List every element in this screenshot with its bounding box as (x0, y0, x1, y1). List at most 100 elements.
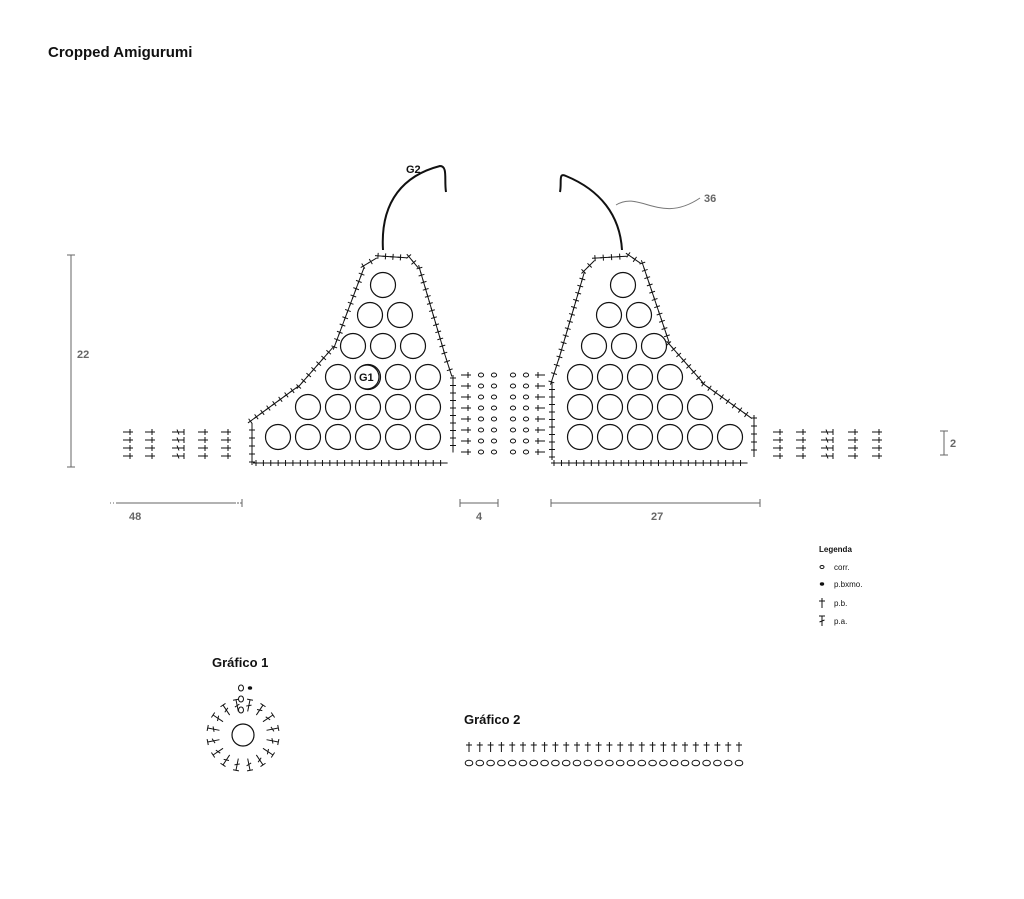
single-crochet-stitch (581, 266, 589, 274)
single-crochet-stitch (639, 260, 646, 270)
single-crochet-stitch (736, 742, 742, 752)
cup-ring (596, 423, 624, 451)
chain-stitch (713, 759, 722, 767)
single-crochet-stitch (444, 358, 451, 369)
single-crochet-stitch (342, 311, 349, 321)
single-crochet-stitch (796, 453, 806, 459)
center-bridge (461, 372, 545, 455)
dim-band-label: 2 (950, 438, 956, 450)
chain-stitch (615, 759, 625, 767)
single-crochet-stitch (638, 742, 645, 752)
grafico1-title: Gráfico 1 (212, 655, 269, 670)
single-crochet-stitch (556, 350, 563, 360)
cup-ring (686, 423, 714, 451)
single-crochet-stitch (848, 429, 858, 435)
single-crochet-stitch (658, 318, 665, 329)
cup-ring (354, 423, 382, 451)
chain-stitch (477, 372, 485, 378)
chain-stitch (509, 427, 517, 433)
single-crochet-stitch (587, 260, 595, 268)
single-crochet-stitch (872, 445, 882, 451)
chain-stitch (583, 759, 593, 767)
single-crochet-stitch (549, 382, 555, 393)
cup-ring (656, 393, 684, 421)
chain-stitch (490, 427, 498, 433)
svg-text:p.b.: p.b. (834, 599, 847, 608)
double-crochet-stitch (262, 747, 276, 758)
grafico1-chart (206, 684, 280, 772)
single-crochet-stitch (584, 742, 591, 752)
single-crochet-stitch (198, 437, 208, 443)
chain-stitch (507, 759, 517, 767)
single-crochet-stitch (439, 342, 446, 353)
chain-stitch (626, 759, 636, 767)
cup-ring (264, 423, 292, 451)
left-strap (381, 164, 447, 251)
single-crochet-stitch (568, 307, 575, 318)
single-crochet-stitch (355, 274, 362, 285)
single-crochet-stitch (575, 286, 582, 297)
chain-stitch (734, 759, 744, 767)
single-crochet-stitch (541, 742, 548, 752)
cup-ring (625, 301, 653, 329)
single-crochet-stitch (433, 321, 440, 332)
cup-ring (580, 332, 608, 360)
double-crochet-stitch (246, 698, 254, 712)
single-crochet-stitch (221, 437, 231, 443)
label-36: 36 (704, 193, 716, 205)
chain-stitch (723, 759, 733, 767)
single-crochet-stitch (145, 437, 155, 443)
dim-cup-label: 27 (651, 511, 663, 523)
single-crochet-stitch (671, 742, 678, 752)
single-crochet-stitch (198, 453, 208, 459)
single-crochet-stitch (123, 437, 133, 443)
single-crochet-stitch (595, 742, 602, 752)
single-crochet-stitch (435, 328, 442, 339)
chain-stitch (518, 759, 528, 767)
single-crochet-stitch (796, 445, 806, 451)
double-crochet-stitch (210, 747, 224, 758)
double-crochet-stitch (172, 445, 185, 451)
single-crochet-stitch (198, 445, 208, 451)
cup-ring (656, 423, 684, 451)
cup-ring (595, 301, 623, 329)
single-crochet-stitch (123, 429, 133, 435)
chain-stitch (497, 759, 506, 767)
chain-stitch (477, 438, 485, 444)
single-crochet-stitch (441, 350, 448, 360)
single-crochet-stitch (751, 447, 757, 457)
chain-stitch (605, 759, 614, 767)
g1-marker (354, 364, 380, 390)
chain-stitch (522, 427, 530, 433)
cup-ring (609, 271, 637, 299)
cup-ring (384, 363, 412, 391)
single-crochet-stitch (773, 437, 783, 443)
chain-stitch (490, 372, 498, 378)
single-crochet-stitch (437, 460, 448, 466)
dim-side-label: 48 (129, 511, 141, 523)
double-crochet-icon (818, 615, 826, 627)
slip-stitch (247, 686, 253, 690)
single-crochet-stitch (552, 742, 559, 752)
single-crochet-stitch (420, 279, 427, 290)
dim-height: 22 (67, 254, 89, 468)
cup-ring (356, 301, 384, 329)
double-crochet-stitch (821, 445, 834, 451)
double-crochet-stitch (255, 754, 266, 768)
dim-side: 48 (110, 499, 243, 523)
single-crochet-stitch (872, 437, 882, 443)
single-crochet-stitch (450, 442, 456, 453)
chain-stitch (509, 394, 517, 400)
single-crochet-stitch (411, 259, 419, 269)
dim-center: 4 (459, 499, 499, 523)
single-crochet-stitch (661, 325, 668, 336)
chain-stitch (490, 394, 498, 400)
chain-stitch (509, 405, 517, 411)
single-crochet-stitch (562, 328, 569, 339)
left-band (123, 429, 231, 459)
cup-ring (324, 423, 352, 451)
double-crochet-stitch (206, 724, 220, 732)
single-crochet-stitch (123, 453, 133, 459)
single-crochet-stitch (289, 386, 299, 394)
